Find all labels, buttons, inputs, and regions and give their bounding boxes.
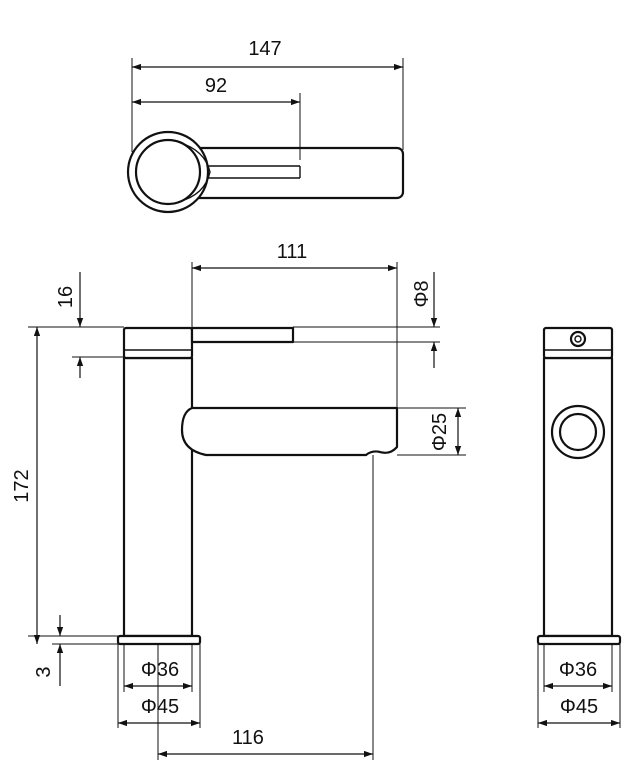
dimension-label-147: 147	[248, 38, 281, 60]
front-view-spout	[180, 406, 399, 457]
dimension-label-phi45: Φ45	[141, 696, 179, 718]
dimension-label-111: 111	[277, 241, 307, 263]
dimension-label-phi8: Φ8	[411, 280, 433, 307]
side-view-base	[536, 634, 622, 646]
side-view-lever-end-inner	[574, 335, 582, 343]
side-dimension-label-phi36: Φ36	[559, 659, 597, 681]
dimension-label-phi36: Φ36	[141, 659, 179, 681]
dimension-label-phi25: Φ25	[429, 413, 451, 451]
dimension-label-3: 3	[33, 666, 55, 677]
dimension-label-116: 116	[232, 727, 264, 749]
top-view-lever-hub	[177, 141, 211, 203]
front-view-head	[122, 326, 194, 360]
side-view-spout-inner	[558, 412, 598, 452]
dimension-label-92: 92	[205, 75, 227, 97]
side-view-body	[542, 356, 614, 638]
front-view-body	[122, 356, 194, 638]
dimension-label-172: 172	[11, 469, 33, 502]
side-view-lever-end	[569, 330, 587, 348]
top-view-body-inner-circle	[134, 138, 202, 206]
front-view: 111 16 Φ8 Φ25 172 3 Φ36 Φ45 116	[11, 241, 466, 760]
front-view-base	[116, 634, 202, 646]
front-view-lever	[190, 326, 295, 344]
side-dimension-label-phi45: Φ45	[560, 696, 598, 718]
dimension-label-16: 16	[55, 286, 77, 308]
top-view: 147 92	[126, 38, 405, 214]
side-view: Φ36 Φ45	[536, 326, 622, 728]
